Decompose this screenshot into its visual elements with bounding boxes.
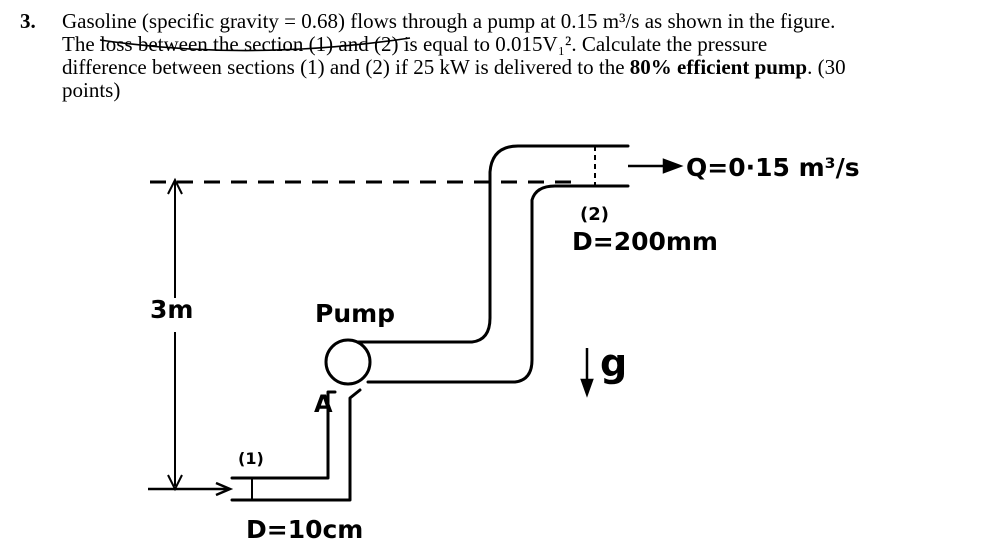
pump-efficiency-text: 80% efficient pump	[629, 55, 808, 79]
problem-line-3-a: difference between sections (1) and (2) …	[62, 55, 630, 79]
underline-scribble	[99, 37, 411, 52]
problem-line-4: points)	[62, 78, 121, 102]
pump-label: Pump	[315, 299, 395, 328]
gravity-label: g	[600, 341, 627, 385]
problem-number: 3.	[20, 9, 36, 33]
problem-line-1: Gasoline (specific gravity = 0.68) flows…	[62, 10, 836, 33]
gravity-arrow	[580, 348, 594, 398]
flow-arrow	[628, 158, 684, 174]
problem-line-3: difference between sections (1) and (2) …	[62, 56, 996, 79]
section-1-diameter-label: D=10cm	[246, 515, 363, 544]
pump-circle	[324, 338, 372, 386]
height-label: 3m	[150, 295, 193, 324]
point-a-label: A	[314, 390, 333, 418]
problem-line-3-c: . (30	[807, 55, 846, 79]
section-1-label: (1)	[238, 449, 264, 468]
section-2-label: (2)	[580, 204, 609, 225]
bottom-reference-arrow	[148, 481, 234, 497]
flow-rate-label: Q=0·15 m³/s	[686, 153, 860, 182]
height-dimension	[167, 177, 183, 492]
pipe	[230, 144, 630, 502]
section-2-diameter-label: D=200mm	[572, 227, 718, 256]
